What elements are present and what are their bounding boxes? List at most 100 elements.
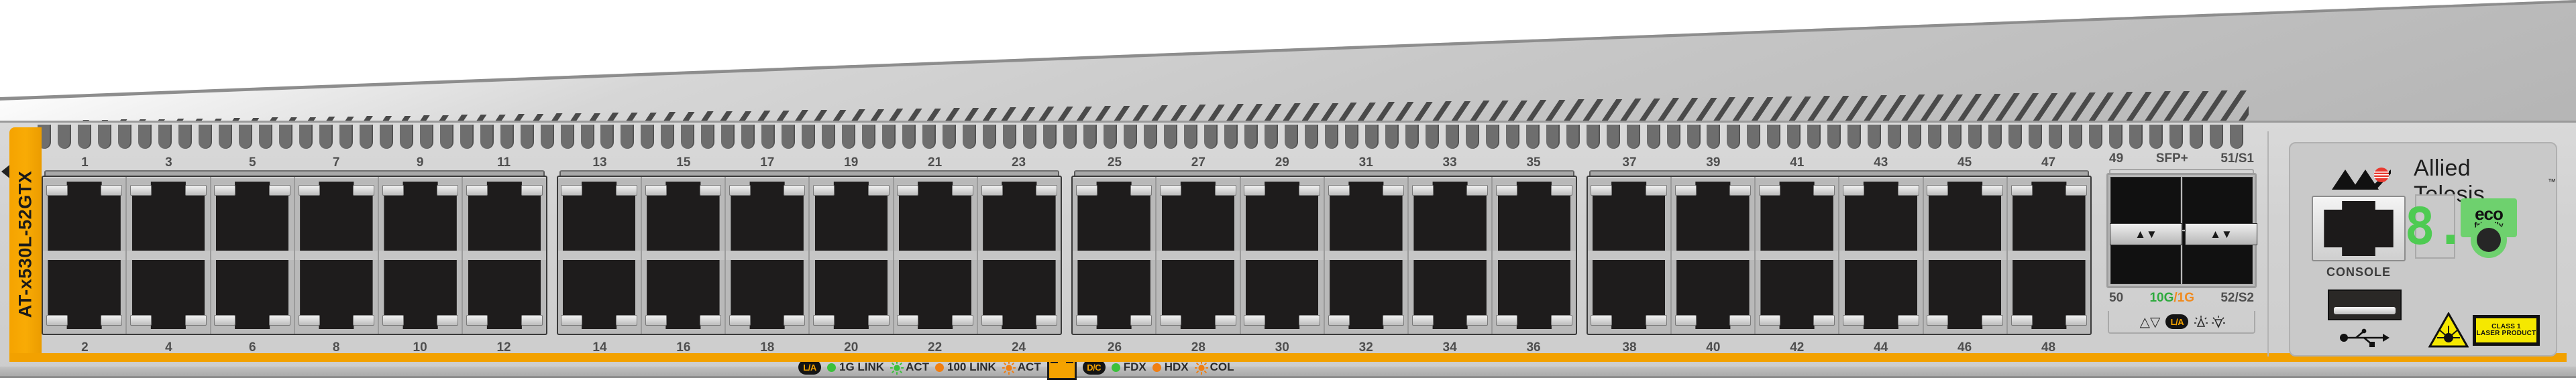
vent-slot (218, 125, 232, 149)
vent-slot (1586, 125, 1600, 149)
sfp-bottom-labels: 50 10G/1G 52/S2 (2104, 291, 2259, 306)
sfp-legend: △▽ L/A (2108, 311, 2255, 334)
port-led (1411, 314, 1434, 326)
model-name-label: AT-x530L-52GTX (15, 170, 36, 318)
vent-slot (1425, 125, 1439, 149)
vent-slot (1264, 125, 1278, 149)
usb-port[interactable] (2328, 290, 2402, 320)
port-led (1897, 314, 1919, 326)
port-number-18: 18 (760, 340, 775, 355)
port-led (645, 314, 667, 326)
port-number-15: 15 (676, 155, 691, 170)
legend-label: COL (1210, 361, 1234, 373)
port-led (130, 184, 152, 196)
vent-slot (2149, 125, 2163, 149)
vent-slot (1767, 125, 1781, 149)
vent-slot (1003, 125, 1017, 149)
port-led (1550, 314, 1572, 326)
port-number-30: 30 (1275, 340, 1289, 355)
port-number-40: 40 (1706, 340, 1721, 355)
port-led (101, 314, 123, 326)
port-led (184, 184, 207, 196)
vent-slot (1888, 125, 1902, 149)
legend-item: ACT (890, 361, 929, 375)
console-port[interactable] (2312, 196, 2406, 261)
vent-slot (1626, 125, 1640, 149)
vent-slot (500, 125, 514, 149)
vent-slot (1868, 125, 1882, 149)
port-column (43, 177, 127, 334)
port-number-42: 42 (1790, 340, 1805, 355)
sfp-port-50-label: 50 (2109, 291, 2124, 305)
port-led (951, 184, 973, 196)
legend-item: FDX (1111, 361, 1146, 374)
port-number-10: 10 (413, 340, 427, 355)
sfp-sparkle-up-icon (2194, 316, 2208, 328)
port-number-13: 13 (592, 155, 607, 170)
usb-icon (2336, 328, 2394, 347)
port-number-8: 8 (332, 340, 340, 355)
port-led (1843, 184, 1865, 196)
sfp-cage: ▲▼ ▲▼ (2106, 173, 2257, 288)
port-led (784, 184, 806, 196)
port-led (1160, 314, 1182, 326)
port-number-26: 26 (1107, 340, 1122, 355)
sfp-title-label: SFP+ (2155, 151, 2188, 166)
port-led (466, 184, 488, 196)
sfp-slot-51[interactable] (2182, 177, 2253, 231)
vent-slot (520, 125, 534, 149)
vent-slot (963, 125, 977, 149)
port-led (1075, 184, 1097, 196)
vent-slot (258, 125, 272, 149)
vent-slot (238, 125, 252, 149)
port-block-lip (1589, 170, 2089, 177)
port-number-16: 16 (676, 340, 691, 355)
port-led (521, 314, 543, 326)
port-led (729, 184, 751, 196)
port-number-21: 21 (928, 155, 943, 170)
port-column (894, 177, 978, 334)
port-column (379, 177, 464, 334)
sfp-port-52-label: 52/S2 (2220, 291, 2254, 305)
vent-slot (1364, 125, 1379, 149)
port-led (1550, 184, 1572, 196)
vent-slot (761, 125, 775, 149)
vent-slot (721, 125, 735, 149)
port-led (466, 314, 488, 326)
port-column (1672, 177, 1756, 334)
port-number-47: 47 (2041, 155, 2056, 170)
vent-slot (2169, 125, 2184, 149)
seven-segment-value: 8. (2404, 196, 2466, 256)
vent-slot (1224, 125, 1238, 149)
vent-slot (57, 125, 71, 149)
port-block (42, 176, 547, 335)
sfp-slot-49[interactable] (2110, 177, 2181, 231)
port-column (1325, 177, 1409, 334)
legend-item: 100 LINK (935, 361, 996, 374)
vent-slot (419, 125, 433, 149)
sfp-latch-right[interactable]: ▲▼ (2185, 223, 2257, 246)
sfp-latch-left[interactable]: ▲▼ (2110, 223, 2182, 246)
port-block-lip (44, 170, 545, 177)
vent-slot (1485, 125, 1499, 149)
vent-slot (1304, 125, 1318, 149)
vent-slot (198, 125, 212, 149)
port-led (298, 184, 320, 196)
eco-mode-button[interactable] (2477, 228, 2501, 252)
port-number-5: 5 (248, 155, 256, 170)
port-led (521, 184, 543, 196)
port-column (1588, 177, 1672, 334)
port-block (1071, 176, 1577, 335)
port-led (2010, 314, 2033, 326)
port-block-lip (1074, 170, 1574, 177)
port-led (1466, 184, 1489, 196)
port-number-14: 14 (592, 340, 607, 355)
vent-slot (943, 125, 957, 149)
port-led (981, 184, 1003, 196)
vent-slot (1727, 125, 1741, 149)
port-column (1241, 177, 1325, 334)
port-led (784, 314, 806, 326)
port-led (1897, 184, 1919, 196)
